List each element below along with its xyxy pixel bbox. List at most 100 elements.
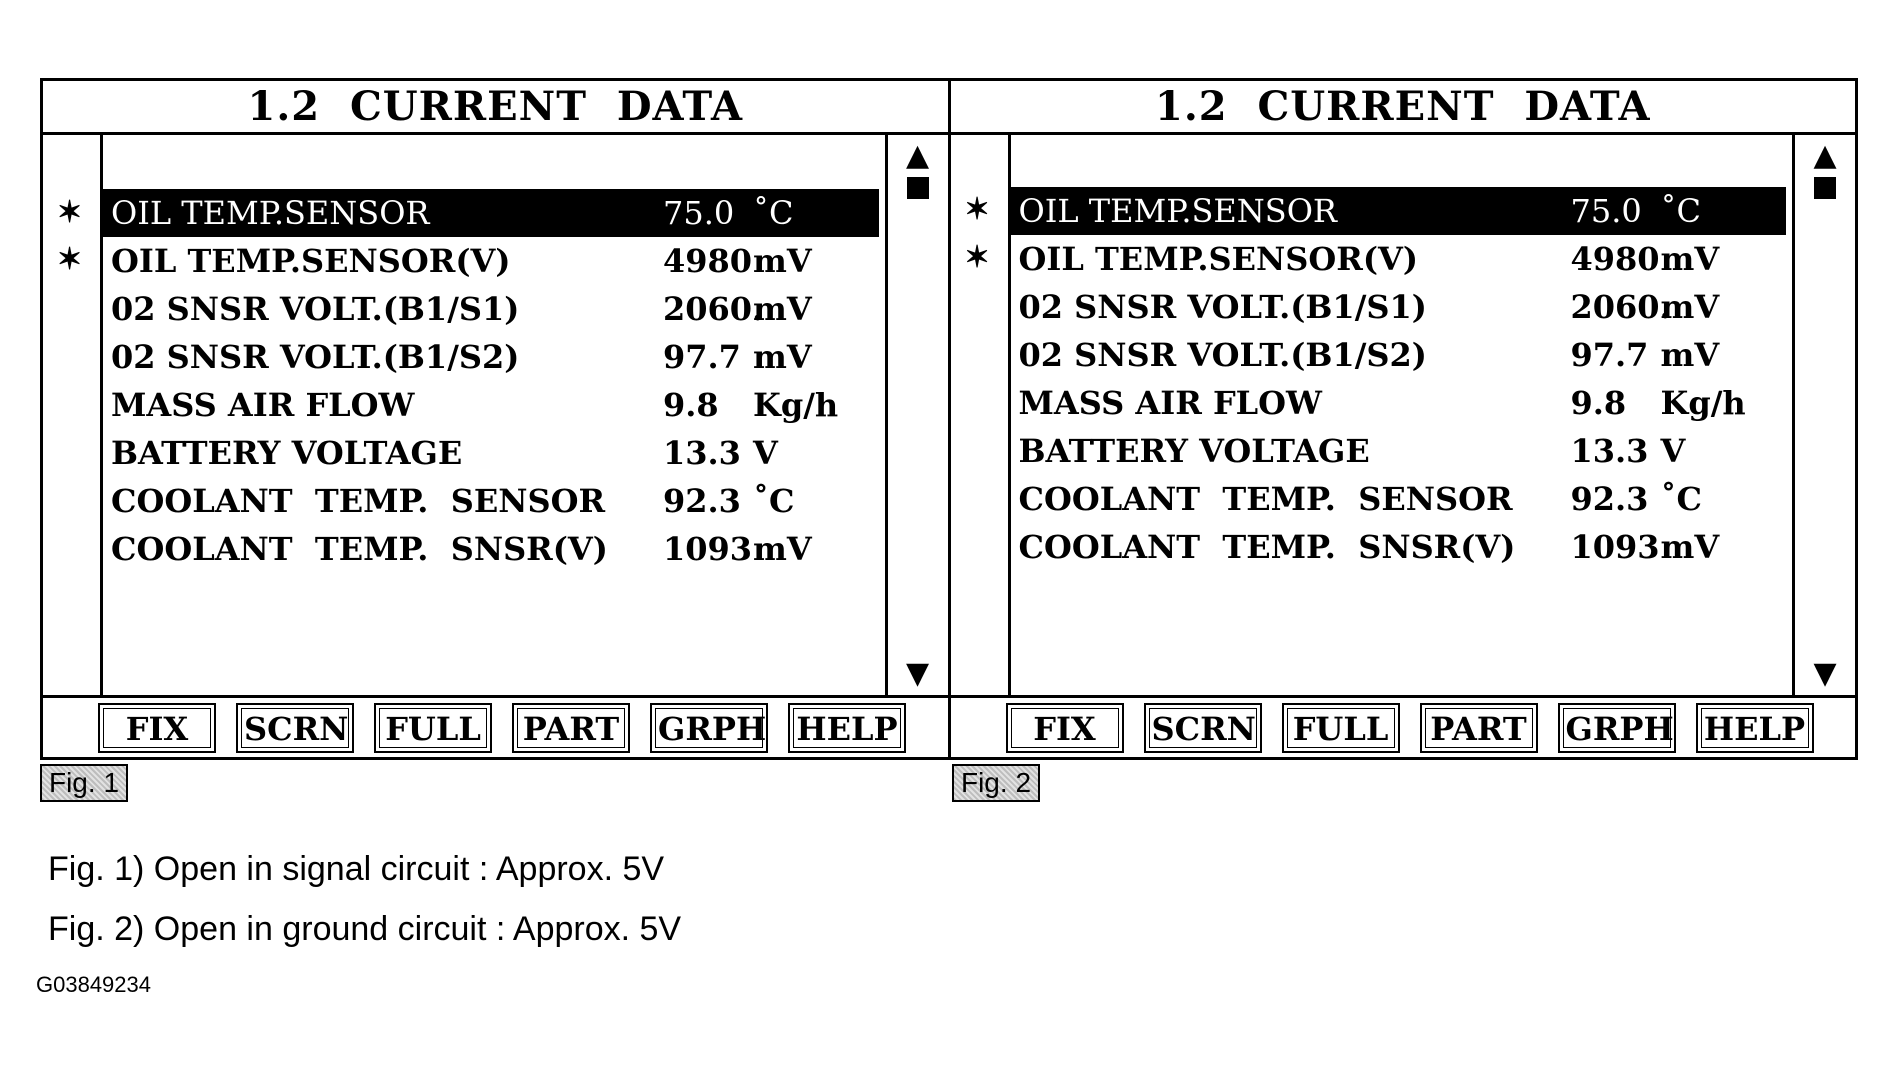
fig-1-label: Fig. 1	[40, 764, 128, 802]
parameter-value: 9.8	[663, 386, 719, 424]
data-list: OIL TEMP.SENSOR 75.0 ˚C OIL TEMP.SENSOR(…	[103, 135, 888, 695]
parameter-unit: ˚C	[1660, 192, 1701, 230]
parameter-value: 75.0	[1570, 192, 1642, 230]
scroll-up-arrow-icon[interactable]: ▲	[1813, 138, 1837, 173]
panel-title: 1.2 CURRENT DATA	[950, 81, 1855, 135]
parameter-name: 02 SNSR VOLT.(B1/S1)	[1018, 288, 1427, 326]
data-list: OIL TEMP.SENSOR 75.0 ˚C OIL TEMP.SENSOR(…	[1010, 135, 1795, 695]
parameter-unit: Kg/h	[1660, 384, 1746, 422]
data-row-coolant-temp-sensor[interactable]: COOLANT TEMP. SENSOR 92.3 ˚C	[103, 477, 885, 525]
figure-id: G03849234	[36, 972, 151, 997]
scrn-button[interactable]: SCRN	[1143, 702, 1262, 753]
scroll-thumb[interactable]	[1814, 177, 1836, 199]
parameter-name: OIL TEMP.SENSOR(V)	[111, 242, 511, 280]
parameter-name: COOLANT TEMP. SENSOR	[111, 482, 606, 520]
caption-fig-2: Fig. 2) Open in ground circuit : Approx.…	[48, 910, 682, 948]
data-row-o2-snsr-b1s1[interactable]: 02 SNSR VOLT.(B1/S1) 2060. mV	[1011, 283, 1793, 331]
grph-button[interactable]: GRPH	[1557, 702, 1676, 753]
function-key-bar: FIX SCRN FULL PART GRPH HELP	[950, 695, 1855, 757]
data-row-coolant-temp-snsr-v[interactable]: COOLANT TEMP. SNSR(V) 1093 mV	[103, 525, 885, 573]
data-row-o2-snsr-b1s2[interactable]: 02 SNSR VOLT.(B1/S2) 97.7 mV	[1011, 331, 1793, 379]
parameter-name: BATTERY VOLTAGE	[1018, 432, 1370, 470]
parameter-value: 1093	[663, 530, 753, 568]
parameter-value: 4980	[1570, 240, 1660, 278]
parameter-unit: mV	[1660, 288, 1720, 326]
grph-button[interactable]: GRPH	[650, 702, 768, 753]
panel-body: ✶ ✶ OIL TEMP.SENSOR 75.0 ˚C OIL TEMP.SEN…	[951, 135, 1856, 695]
data-row-oil-temp-sensor[interactable]: OIL TEMP.SENSOR 75.0 ˚C	[103, 189, 879, 237]
parameter-unit: ˚C	[753, 194, 794, 232]
current-data-panel-2: 1.2 CURRENT DATA ✶ ✶ OIL TEMP.SENSOR 75.…	[947, 81, 1856, 757]
fix-button[interactable]: FIX	[98, 702, 216, 753]
parameter-name: MASS AIR FLOW	[1018, 384, 1322, 422]
scrn-button[interactable]: SCRN	[236, 702, 354, 753]
part-button[interactable]: PART	[1419, 702, 1538, 753]
data-row-coolant-temp-snsr-v[interactable]: COOLANT TEMP. SNSR(V) 1093 mV	[1011, 523, 1793, 571]
parameter-unit: ˚C	[1660, 480, 1702, 518]
parameter-unit: Kg/h	[753, 386, 839, 424]
parameter-unit: mV	[753, 530, 812, 568]
parameter-name: OIL TEMP.SENSOR(V)	[1018, 240, 1418, 278]
data-row-battery-voltage[interactable]: BATTERY VOLTAGE 13.3 V	[1011, 427, 1793, 475]
scroll-up-arrow-icon[interactable]: ▲	[905, 138, 930, 173]
parameter-name: OIL TEMP.SENSOR	[111, 194, 430, 232]
parameter-unit: mV	[753, 338, 812, 376]
function-key-bar: FIX SCRN FULL PART GRPH HELP	[43, 695, 948, 757]
panel-body: ✶ ✶ OIL TEMP.SENSOR 75.0 ˚C OIL TEMP.SEN…	[43, 135, 948, 695]
parameter-unit: mV	[753, 242, 812, 280]
parameter-value: 9.8	[1570, 384, 1627, 422]
parameter-value: 97.7	[1570, 336, 1649, 374]
parameter-value: 1093	[1570, 528, 1660, 566]
panel-title: 1.2 CURRENT DATA	[43, 81, 948, 135]
asterisk-icon: ✶	[964, 240, 990, 275]
data-row-mass-air-flow[interactable]: MASS AIR FLOW 9.8 Kg/h	[1011, 379, 1793, 427]
parameter-value: 13.3	[1570, 432, 1649, 470]
parameter-value: 97.7	[663, 338, 741, 376]
scrollbar[interactable]: ▲ ▼	[1795, 135, 1855, 695]
parameter-value: 92.3	[1570, 480, 1649, 518]
parameter-unit: mV	[1660, 240, 1720, 278]
parameter-value: 4980	[663, 242, 753, 280]
parameter-value: 92.3	[663, 482, 741, 520]
parameter-unit: ˚C	[753, 482, 795, 520]
full-button[interactable]: FULL	[374, 702, 492, 753]
data-row-oil-temp-sensor-v[interactable]: OIL TEMP.SENSOR(V) 4980 mV	[103, 237, 885, 285]
data-row-battery-voltage[interactable]: BATTERY VOLTAGE 13.3 V	[103, 429, 885, 477]
parameter-name: 02 SNSR VOLT.(B1/S2)	[1018, 336, 1427, 374]
current-data-panel-1: 1.2 CURRENT DATA ✶ ✶ OIL TEMP.SENSOR 75.…	[43, 81, 948, 757]
asterisk-icon: ✶	[57, 195, 83, 230]
data-row-o2-snsr-b1s2[interactable]: 02 SNSR VOLT.(B1/S2) 97.7 mV	[103, 333, 885, 381]
scrollbar[interactable]: ▲ ▼	[888, 135, 948, 695]
parameter-unit: V	[753, 434, 778, 472]
scroll-down-arrow-icon[interactable]: ▼	[905, 656, 930, 691]
parameter-unit: V	[1660, 432, 1686, 470]
asterisk-icon: ✶	[964, 192, 990, 227]
parameter-name: BATTERY VOLTAGE	[111, 434, 463, 472]
fig-2-label: Fig. 2	[952, 764, 1040, 802]
scan-tool-screens: 1.2 CURRENT DATA ✶ ✶ OIL TEMP.SENSOR 75.…	[40, 78, 1858, 760]
help-button[interactable]: HELP	[788, 702, 906, 753]
parameter-name: 02 SNSR VOLT.(B1/S1)	[111, 290, 520, 328]
help-button[interactable]: HELP	[1695, 702, 1814, 753]
full-button[interactable]: FULL	[1281, 702, 1400, 753]
data-row-mass-air-flow[interactable]: MASS AIR FLOW 9.8 Kg/h	[103, 381, 885, 429]
marker-column: ✶ ✶	[951, 135, 1011, 695]
part-button[interactable]: PART	[512, 702, 630, 753]
parameter-value: 75.0	[663, 194, 735, 232]
data-row-oil-temp-sensor-v[interactable]: OIL TEMP.SENSOR(V) 4980 mV	[1011, 235, 1793, 283]
scroll-down-arrow-icon[interactable]: ▼	[1813, 656, 1837, 691]
fix-button[interactable]: FIX	[1005, 702, 1124, 753]
parameter-name: COOLANT TEMP. SNSR(V)	[1018, 528, 1516, 566]
caption-fig-1: Fig. 1) Open in signal circuit : Approx.…	[48, 850, 665, 888]
parameter-name: OIL TEMP.SENSOR	[1018, 192, 1338, 230]
data-row-oil-temp-sensor[interactable]: OIL TEMP.SENSOR 75.0 ˚C	[1010, 187, 1786, 235]
data-row-coolant-temp-sensor[interactable]: COOLANT TEMP. SENSOR 92.3 ˚C	[1011, 475, 1793, 523]
parameter-value: 2060.	[663, 290, 764, 328]
parameter-unit: mV	[753, 290, 812, 328]
parameter-unit: mV	[1660, 528, 1720, 566]
marker-column: ✶ ✶	[43, 135, 103, 695]
parameter-value: 2060.	[1570, 288, 1671, 326]
data-row-o2-snsr-b1s1[interactable]: 02 SNSR VOLT.(B1/S1) 2060. mV	[103, 285, 885, 333]
parameter-unit: mV	[1660, 336, 1720, 374]
scroll-thumb[interactable]	[906, 177, 929, 199]
